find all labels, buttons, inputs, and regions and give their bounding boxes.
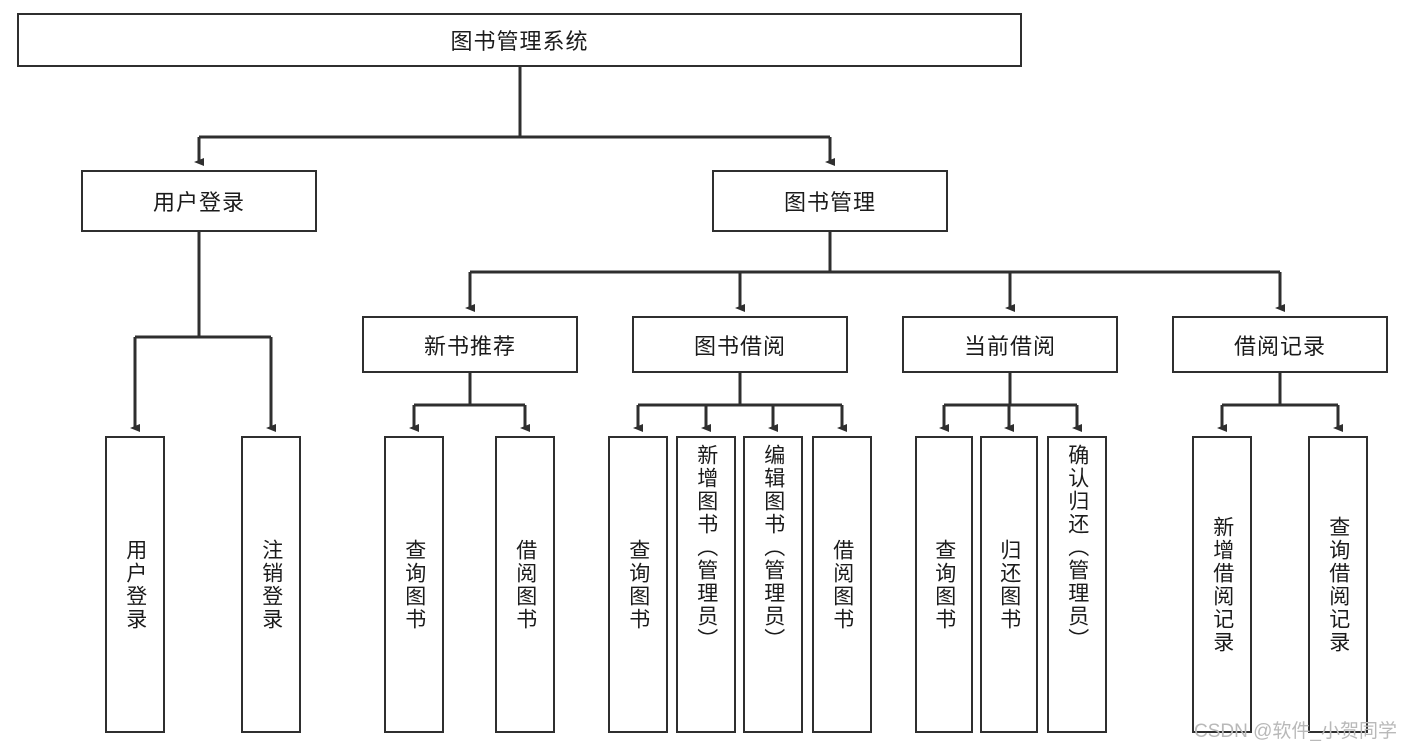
node-label: 查询图书 — [402, 538, 426, 631]
node-label: 图书管理系统 — [450, 29, 589, 54]
leaf-new-book-borrow-book[interactable]: 借阅图书 — [495, 436, 555, 733]
node-label: 查询图书 — [932, 538, 956, 631]
node-label: 新书推荐 — [423, 333, 516, 359]
node-label: 注销登录 — [259, 538, 283, 631]
leaf-book-borrow-edit-book-admin[interactable]: 编辑图书（管理员） — [743, 436, 803, 733]
node-label: 新增图书（管理员） — [694, 444, 718, 651]
node-user-login[interactable]: 用户登录 — [81, 170, 317, 232]
node-label: 新增借阅记录 — [1210, 515, 1234, 654]
node-label: 当前借阅 — [963, 333, 1056, 359]
node-borrow-record[interactable]: 借阅记录 — [1172, 316, 1388, 373]
leaf-book-borrow-query-book[interactable]: 查询图书 — [608, 436, 668, 733]
watermark-text: CSDN @软件_小贺同学 — [1194, 721, 1397, 742]
leaf-current-borrow-return-book[interactable]: 归还图书 — [980, 436, 1038, 733]
leaf-current-borrow-query-book[interactable]: 查询图书 — [915, 436, 973, 733]
node-label: 编辑图书（管理员） — [761, 444, 785, 651]
node-root-book-management-system[interactable]: 图书管理系统 — [17, 13, 1022, 67]
node-label: 查询借阅记录 — [1326, 515, 1350, 654]
node-label: 图书借阅 — [693, 333, 786, 359]
node-label: 用户登录 — [152, 190, 245, 215]
leaf-user-login-login[interactable]: 用户登录 — [105, 436, 165, 733]
node-book-borrow[interactable]: 图书借阅 — [632, 316, 848, 373]
leaf-current-borrow-confirm-return-admin[interactable]: 确认归还（管理员） — [1047, 436, 1107, 733]
leaf-borrow-record-add-record[interactable]: 新增借阅记录 — [1192, 436, 1252, 733]
node-label: 查询图书 — [626, 538, 650, 631]
node-label: 确认归还（管理员） — [1065, 444, 1089, 651]
leaf-new-book-query-book[interactable]: 查询图书 — [384, 436, 444, 733]
node-label: 借阅图书 — [830, 538, 854, 631]
leaf-book-borrow-add-book-admin[interactable]: 新增图书（管理员） — [676, 436, 736, 733]
node-label: 用户登录 — [123, 538, 147, 631]
node-current-borrow[interactable]: 当前借阅 — [902, 316, 1118, 373]
node-book-management[interactable]: 图书管理 — [712, 170, 948, 232]
leaf-user-login-logout[interactable]: 注销登录 — [241, 436, 301, 733]
node-label: 归还图书 — [997, 538, 1021, 631]
leaf-book-borrow-borrow-book[interactable]: 借阅图书 — [812, 436, 872, 733]
leaf-borrow-record-query-record[interactable]: 查询借阅记录 — [1308, 436, 1368, 733]
node-label: 借阅记录 — [1233, 333, 1326, 359]
node-new-book-recommend[interactable]: 新书推荐 — [362, 316, 578, 373]
node-label: 图书管理 — [783, 190, 876, 215]
node-label: 借阅图书 — [513, 538, 537, 631]
